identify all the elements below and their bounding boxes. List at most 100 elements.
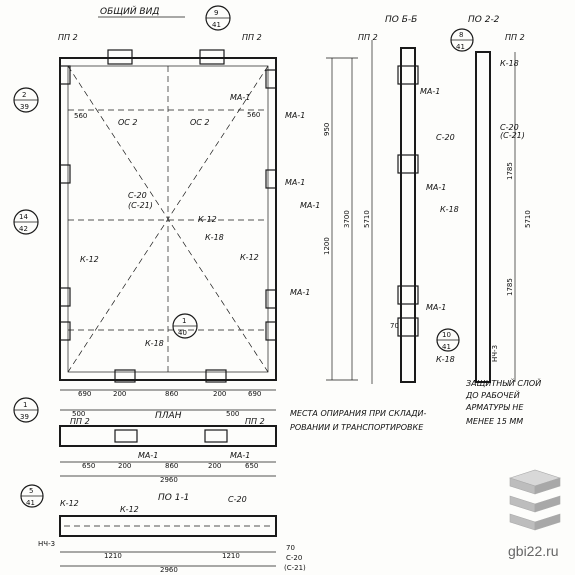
label-k12-s11-a: К-12 [60,499,79,508]
callout-2-den: 39 [20,103,29,111]
dim-200-plan-l: 200 [118,462,131,470]
dim-1210-l: 1210 [104,552,122,560]
label-s21-s11-dim: (С-21) [284,564,306,572]
dim-3700: 3700 [343,210,351,228]
dim-200-b: 200 [213,390,226,398]
callout-9-num: 9 [214,9,218,17]
label-pp2-bb: ПП 2 [358,33,378,42]
note-cover-4: МЕНЕЕ 15 ММ [466,417,523,426]
callout-1-40-num: 1 [182,317,186,325]
label-ma1-d: МА-1 [300,201,320,210]
label-k12-s11-b: К-12 [120,505,139,514]
note-support-1: МЕСТА ОПИРАНИЯ ПРИ СКЛАДИ- [290,409,426,418]
dim-1785-a: 1785 [506,162,514,180]
title-plan: ПЛАН [155,411,182,421]
label-ma1-bb-b: МА-1 [426,183,446,192]
label-k12-left: К-12 [80,255,99,264]
note-cover-2: ДО РАБОЧЕЙ [465,389,520,400]
label-nch3-s11: НЧ-3 [38,540,55,548]
dim-5710-main: 5710 [363,210,371,228]
dim-860: 860 [165,390,178,398]
dim-2960-plan: 2960 [160,476,178,484]
label-pp2-left: ПП 2 [58,33,78,42]
title-section-22: ПО 2-2 [468,15,500,25]
label-k18-22-top: К-18 [500,59,519,68]
label-s20-main: С-20 [128,191,147,200]
label-pp2-22: ПП 2 [505,33,525,42]
note-support-2: РОВАНИИ И ТРАНСПОРТИРОВКЕ [290,423,424,432]
title-section-11: ПО 1-1 [158,493,189,503]
label-os2-left: ОС 2 [118,118,138,127]
label-ma1-b: МА-1 [285,111,305,120]
label-pp2-plan-r: ПП 2 [245,417,265,426]
label-s20-22b: С-20 [500,123,519,132]
label-pp2-plan-l: ПП 2 [70,417,90,426]
callout-2-num: 2 [22,91,26,99]
label-s20-s11-dim: С-20 [286,554,302,562]
dim-650-r: 650 [245,462,258,470]
dim-950: 950 [323,123,331,136]
dim-2960-s11: 2960 [160,566,178,574]
label-k12-right: К-12 [240,253,259,262]
label-pp2-right: ПП 2 [242,33,262,42]
callout-14-num: 14 [19,213,28,221]
label-k18-bottom: К-18 [145,339,164,348]
panel-outline [59,57,277,381]
plan-body [59,425,277,447]
section-11-body [59,515,277,537]
title-section-bb: ПО Б-Б [385,15,417,25]
callout-8-den: 41 [456,43,465,51]
label-ma1-plan-r: МА-1 [230,451,250,460]
callout-9-den: 41 [212,21,221,29]
callout-1-40-den: 40 [178,329,187,337]
label-os2-right: ОС 2 [190,118,210,127]
label-ma1-c: МА-1 [285,178,305,187]
dim-200-a: 200 [113,390,126,398]
label-nch3-22: НЧ-3 [491,345,499,362]
label-k18-22-mid: К-18 [440,205,459,214]
dim-1210-r: 1210 [222,552,240,560]
note-cover-3: АРМАТУРЫ НЕ [465,403,524,412]
dim-860-plan: 860 [165,462,178,470]
callout-14-den: 42 [19,225,28,233]
dim-70-bb: 70 [390,322,399,330]
dim-70-s11: 70 [286,544,295,552]
loop-top-left [107,49,133,65]
dim-690-right: 690 [248,390,261,398]
title-main: ОБЩИЙ ВИД [100,5,159,17]
label-ma1-e: МА-1 [290,288,310,297]
dim-5710-22: 5710 [524,210,532,228]
dim-1785-b: 1785 [506,278,514,296]
label-ma1-bb-a: МА-1 [420,87,440,96]
dim-650-l: 650 [82,462,95,470]
watermark-text: gbi22.ru [508,543,559,559]
note-cover-1: ЗАЩИТНЫЙ СЛОЙ [466,377,541,388]
callout-8-num: 8 [459,31,463,39]
dim-560-left: 560 [74,112,87,120]
label-k12-center: К-12 [198,215,217,224]
callout-5-den: 41 [26,499,35,507]
label-s20-s11: С-20 [228,495,247,504]
label-ma1-bb-c: МА-1 [426,303,446,312]
label-s21-main: (С-21) [128,201,153,210]
dim-500-left: 500 [72,410,85,418]
label-ma1-plan-l: МА-1 [138,451,158,460]
label-k18-22-bot: К-18 [436,355,455,364]
dim-200-plan-r: 200 [208,462,221,470]
label-k18-center: К-18 [205,233,224,242]
section-22-body [475,51,491,383]
dim-560-right: 560 [247,111,260,119]
callout-1-39-den: 39 [20,413,29,421]
callout-10-num: 10 [442,331,451,339]
dim-690-left: 690 [78,390,91,398]
dim-1200: 1200 [323,237,331,255]
callout-1-39-num: 1 [23,401,27,409]
callout-10-den: 41 [442,343,451,351]
label-ma1-a: МА-1 [230,93,250,102]
label-s21-22: (С-21) [500,131,525,140]
label-s20-22: С-20 [436,133,455,142]
callout-5-num: 5 [29,487,33,495]
stack-logo-icon [509,469,561,531]
